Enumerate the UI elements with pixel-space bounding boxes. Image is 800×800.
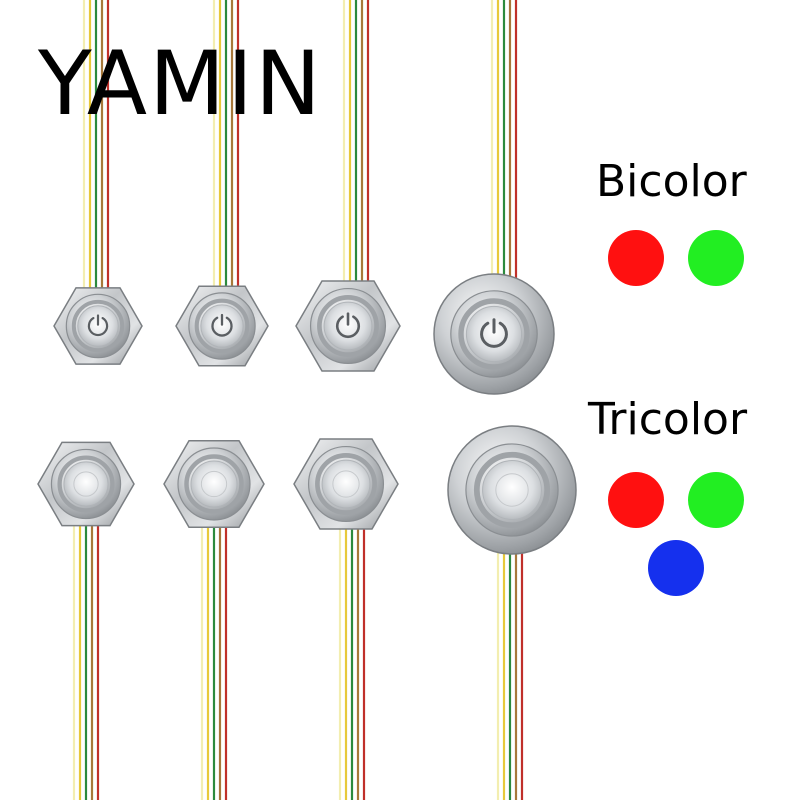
- bicolor-green-dot: [688, 230, 744, 286]
- power-icon: [480, 318, 508, 348]
- power-switch-top-3: [295, 280, 401, 372]
- bottom-wire-bundle: [496, 528, 524, 800]
- tricolor-green-dot: [688, 472, 744, 528]
- top-wire-bundle: [342, 0, 370, 295]
- bicolor-red-dot: [608, 230, 664, 286]
- bottom-wire-bundle: [338, 515, 366, 800]
- brand-logo: YAMIN: [38, 32, 323, 135]
- bottom-wire-bundle: [200, 514, 228, 800]
- top-wire-bundle: [82, 0, 110, 300]
- top-wire-bundle: [212, 0, 240, 299]
- power-icon: [335, 312, 361, 338]
- ring-switch-bottom-2: [163, 439, 265, 529]
- ring-switch-bottom-1: [37, 441, 135, 527]
- power-switch-top-1: [53, 287, 143, 365]
- power-switch-top-2: [175, 285, 269, 367]
- power-icon: [211, 313, 233, 337]
- power-switch-top-4: [433, 273, 555, 395]
- tricolor-red-dot: [608, 472, 664, 528]
- bottom-wire-bundle: [72, 512, 100, 800]
- ring-switch-bottom-4: [447, 425, 577, 555]
- tricolor-blue-dot: [648, 540, 704, 596]
- bicolor-label: Bicolor: [596, 156, 747, 207]
- tricolor-label: Tricolor: [588, 394, 748, 445]
- power-icon: [87, 314, 109, 337]
- ring-switch-bottom-3: [293, 438, 399, 530]
- top-wire-bundle: [490, 0, 518, 298]
